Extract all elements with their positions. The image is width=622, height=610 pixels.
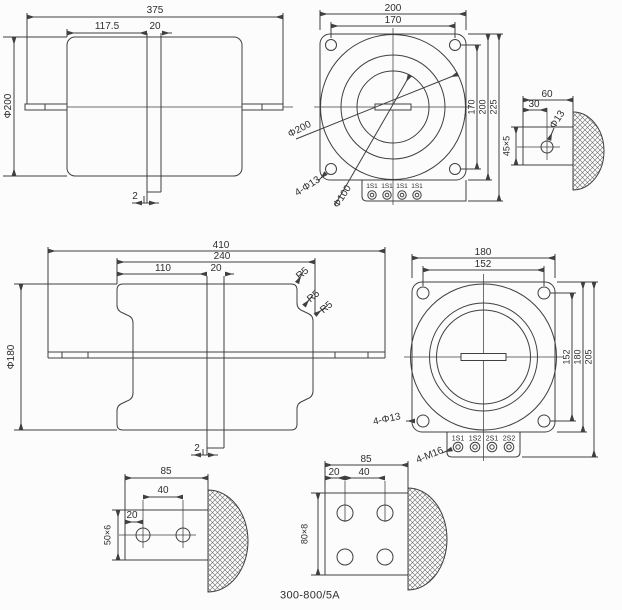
drawing-caption: 300-800/5A bbox=[280, 589, 340, 602]
dim-overall-width-top: 375 bbox=[146, 5, 164, 16]
dim-detail-top-section: 45×5 bbox=[501, 135, 512, 157]
dim-hole-spacing-v-top: 170 bbox=[466, 99, 477, 115]
terminal-detail-mid bbox=[311, 461, 448, 591]
dim-terminal-offset-mid: 110 bbox=[155, 263, 171, 274]
dim-detail-left-width: 85 bbox=[160, 466, 172, 477]
dim-detail-mid-hole-offset: 20 bbox=[328, 467, 340, 478]
terminal-detail-top bbox=[511, 96, 605, 191]
dim-overall-height-top: 225 bbox=[488, 99, 499, 115]
dim-plate-thickness-top: 2 bbox=[132, 191, 138, 202]
dim-plate-thickness-mid: 2 bbox=[194, 443, 200, 454]
dim-flange-height-top: 200 bbox=[477, 99, 488, 115]
dim-detail-left-hole-offset: 20 bbox=[126, 510, 138, 521]
front-view-top bbox=[295, 10, 503, 206]
dim-detail-left-hole-spacing: 40 bbox=[157, 485, 169, 496]
terminal-label: 2S1 bbox=[485, 435, 499, 443]
dim-flange-height-mid: 180 bbox=[572, 349, 583, 365]
terminal-label: 1S2 bbox=[468, 435, 482, 443]
terminal-label: 1S1 bbox=[366, 182, 378, 190]
dim-flange-width-top: 200 bbox=[384, 3, 402, 14]
dim-hole-spacing-v-mid: 152 bbox=[561, 349, 572, 365]
dim-overall-width-mid: 410 bbox=[212, 240, 230, 251]
dim-detail-mid-width: 85 bbox=[360, 454, 372, 465]
dim-terminal-offset-top: 117.5 bbox=[94, 21, 120, 32]
dim-detail-top-hole-offset: 30 bbox=[528, 99, 540, 110]
dim-detail-mid-section: 80×8 bbox=[299, 523, 310, 545]
terminal-label: 1S1 bbox=[396, 182, 408, 190]
terminal-label: 1S1 bbox=[451, 435, 465, 443]
side-view-mid bbox=[14, 247, 386, 458]
dim-flange-width-mid: 180 bbox=[474, 247, 492, 258]
dim-body-length-mid: 240 bbox=[213, 251, 231, 262]
dim-detail-top-width: 60 bbox=[541, 89, 553, 100]
dim-terminal-width-top: 20 bbox=[149, 21, 161, 32]
terminal-label: 1S1 bbox=[411, 182, 423, 190]
side-view-top bbox=[3, 13, 293, 206]
dim-body-diameter-top: Φ200 bbox=[3, 93, 14, 119]
dim-hole-spacing-h-top: 170 bbox=[384, 15, 402, 26]
front-view-mid bbox=[404, 254, 598, 461]
terminal-label: 1S1 bbox=[381, 182, 393, 190]
dim-terminal-width-mid: 20 bbox=[210, 263, 222, 274]
terminal-label: 2S2 bbox=[502, 435, 516, 443]
dim-detail-mid-hole-spacing: 40 bbox=[358, 467, 370, 478]
dim-body-diameter-mid: Φ180 bbox=[6, 344, 17, 370]
dim-overall-height-mid: 205 bbox=[583, 349, 594, 365]
dim-hole-spacing-h-mid: 152 bbox=[474, 259, 492, 270]
dim-detail-left-section: 50×6 bbox=[102, 524, 113, 546]
terminal-detail-left bbox=[112, 474, 249, 593]
